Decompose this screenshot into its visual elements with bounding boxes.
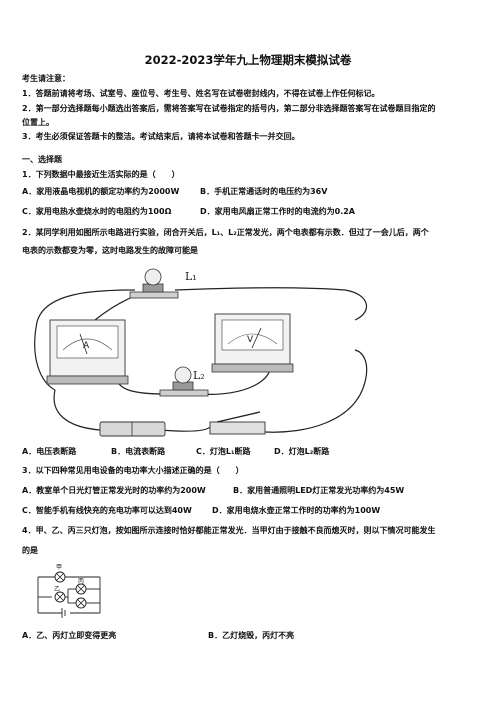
q1-option-a: A．家用液晶电视机的额定功率约为2000W xyxy=(22,187,180,196)
q1-option-b: B．手机正常通话时的电压约为36V xyxy=(200,187,328,196)
lamp-yi xyxy=(54,591,66,603)
q3-option-c: C．智能手机有线快充的充电功率可以达到40W xyxy=(22,506,192,515)
voltmeter-label: V xyxy=(247,335,254,345)
lamp-bing-label: 丙 xyxy=(78,578,84,585)
q1-stem: 1．下列数据中最接近生活实际的是（ ） xyxy=(22,170,180,179)
q2-option-d: D．灯泡L₂断路 xyxy=(274,447,330,456)
q4-option-b: B．乙灯烧毁，丙灯不亮 xyxy=(208,631,295,640)
lamp-l2-label: L₂ xyxy=(193,369,205,382)
q4-option-a: A．乙、丙灯立即变得更亮 xyxy=(22,631,117,640)
q3-option-a: A．教室单个日光灯管正常发光时的功率约为200W xyxy=(22,486,206,495)
lamp-l2 xyxy=(159,366,209,397)
ammeter-label: A xyxy=(83,341,90,351)
q2-stem-line2: 电表的示数都变为零，这时电路发生的故障可能是 xyxy=(22,246,198,255)
q1-option-c: C．家用电热水壶烧水时的电阻约为100Ω xyxy=(22,207,172,216)
notice-item-2: 2．第一部分选择题每小题选出答案后，需将答案写在试卷指定的括号内，第二部分非选择… xyxy=(22,104,436,113)
q3-stem: 3．以下四种常见用电设备的电功率大小描述正确的是（ ） xyxy=(22,466,244,475)
ammeter xyxy=(46,319,129,385)
lamp-bing xyxy=(75,583,87,595)
section-heading-choice: 一、选择题 xyxy=(22,155,62,164)
q3-option-d: D．家用电烧水壶正常工作时的功率约为100W xyxy=(212,506,381,515)
lamp-l1 xyxy=(129,268,179,299)
notice-item-3: 3．考生必须保证答题卡的整洁。考试结束后，请将本试卷和答题卡一并交回。 xyxy=(22,132,300,141)
q4-circuit-figure: 甲 乙 丙 xyxy=(37,564,101,618)
q2-option-b: B．电流表断路 xyxy=(111,447,166,456)
lamp-jia-label: 甲 xyxy=(56,564,62,571)
notice-heading: 考生请注意： xyxy=(22,74,70,83)
q4-stem-line1: 4．甲、乙、丙三只灯泡，按如图所示连接时恰好都能正常发光．当甲灯由于接触不良而熄… xyxy=(22,526,436,535)
voltmeter xyxy=(211,313,294,373)
battery xyxy=(99,421,166,437)
switch xyxy=(209,411,266,435)
lamp-jia xyxy=(54,571,66,583)
q2-circuit-figure: L₁ A V L₂ xyxy=(34,268,368,437)
q2-option-c: C．灯泡L₁断路 xyxy=(196,447,251,456)
q4-stem-line2: 的是 xyxy=(22,546,38,555)
q2-stem-line1: 2．某同学利用如图所示电路进行实验，闭合开关后，L₁、L₂正常发光，两个电表都有… xyxy=(22,228,429,237)
lamp-l1-label: L₁ xyxy=(185,270,197,283)
q3-option-b: B．家用普通照明LED灯正常发光功率约为45W xyxy=(233,486,405,495)
notice-item-2-continued: 位置上。 xyxy=(22,118,54,127)
q1-option-d: D．家用电风扇正常工作时的电流约为0.2A xyxy=(200,207,356,216)
q2-option-a: A．电压表断路 xyxy=(22,447,77,456)
page-title: 2022-2023学年九上物理期末模拟试卷 xyxy=(144,53,352,67)
lamp-yi-label: 乙 xyxy=(54,586,60,593)
notice-item-1: 1．答题前请将考场、试室号、座位号、考生号、姓名写在试卷密封线内，不得在试卷上作… xyxy=(22,89,380,98)
